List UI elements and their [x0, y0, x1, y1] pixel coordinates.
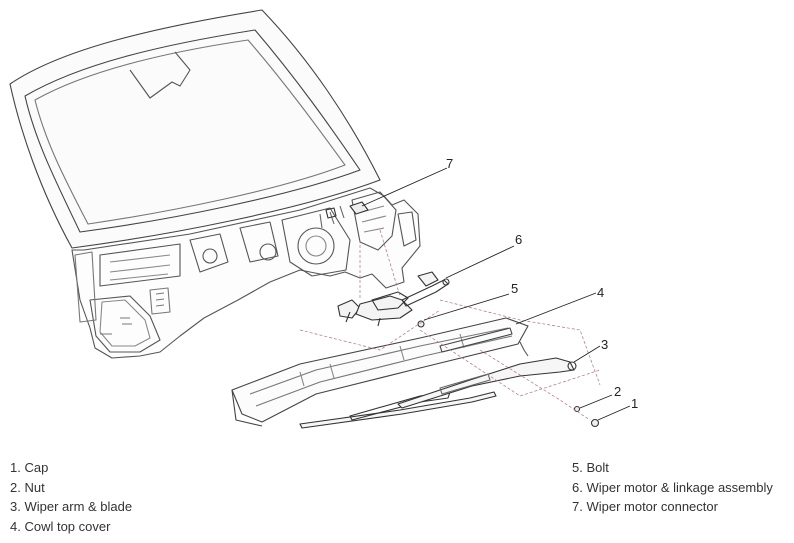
- parts-legend-left: 1. Cap 2. Nut 3. Wiper arm & blade 4. Co…: [10, 458, 132, 536]
- wiper-motor-linkage-assembly: [337, 271, 450, 327]
- wiper-assembly-exploded-diagram: 7 6 5 4 3 2 1: [9, 9, 638, 429]
- legend-item-wiper-arm-blade: 3. Wiper arm & blade: [10, 499, 133, 514]
- bolt: [417, 320, 425, 328]
- windshield-glass: [9, 9, 381, 249]
- legend-item-wiper-motor-linkage: 6. Wiper motor & linkage assembly: [572, 479, 773, 495]
- legend-item-wiper-motor-connector: 7. Wiper motor connector: [572, 499, 718, 514]
- nut: [573, 405, 581, 413]
- callout-3: 3: [601, 337, 608, 352]
- parts-legend-right: 5. Bolt 6. Wiper motor & linkage assembl…: [572, 458, 773, 517]
- callout-4: 4: [597, 285, 604, 300]
- callout-6: 6: [515, 232, 522, 247]
- legend-item-nut: 2. Nut: [10, 479, 45, 495]
- callout-5: 5: [511, 281, 518, 296]
- legend-item-bolt: 5. Bolt: [572, 460, 609, 475]
- cap: [590, 418, 600, 428]
- cowl-top-cover: [231, 317, 529, 427]
- legend-item-cowl-top-cover: 4. Cowl top cover: [10, 518, 111, 534]
- legend-item-cap: 1. Cap: [10, 460, 49, 475]
- callout-2: 2: [614, 384, 621, 399]
- callout-7: 7: [446, 156, 453, 171]
- callout-leader-lines: [361, 167, 631, 421]
- callout-1: 1: [631, 396, 638, 411]
- wiper-arm-blade: [299, 341, 577, 429]
- vehicle-cowl-body: [71, 187, 421, 359]
- reference-dashed-lines: [299, 229, 601, 421]
